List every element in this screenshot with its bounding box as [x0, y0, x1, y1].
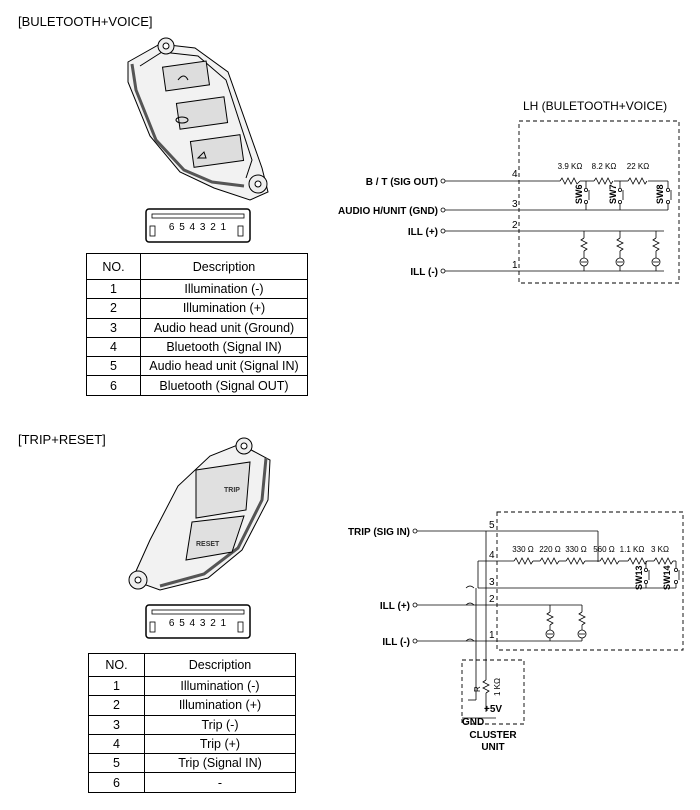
resistor-value: 220 Ω [539, 545, 561, 554]
pin-description: Illumination (-) [140, 278, 308, 300]
signal-trip-sig-in: TRIP (SIG IN) [348, 527, 410, 538]
section1-title: [BULETOOTH+VOICE] [18, 14, 153, 29]
connector-pin-numbers: 6 5 4 3 2 1 [169, 222, 227, 233]
pin-number: 6 [86, 375, 141, 396]
pin-label: 1 [489, 630, 495, 641]
circuit-2: TRIP (SIG IN) ILL (+) ILL (-) [348, 511, 684, 753]
pin-label: 3 [512, 199, 518, 210]
switch-label: SW7 [608, 184, 618, 204]
pin-label: 3 [489, 577, 495, 588]
pin-description: Bluetooth (Signal OUT) [140, 375, 308, 396]
table-row: 6- [88, 772, 296, 793]
pin-description: Illumination (-) [144, 675, 296, 697]
switch-label: SW14 [662, 565, 672, 590]
signal-audio-gnd: AUDIO H/UNIT (GND) [338, 206, 438, 217]
pin-label: 2 [512, 220, 518, 231]
pin-description: Trip (Signal IN) [144, 753, 296, 774]
signal-ill-minus: ILL (-) [382, 637, 410, 648]
pin-label: 4 [489, 550, 495, 561]
pin-description: - [144, 772, 296, 793]
switch-label: SW6 [574, 184, 584, 204]
reset-button-label: RESET [196, 541, 220, 548]
signal-ill-plus: ILL (+) [408, 227, 438, 238]
resistor-value: 22 KΩ [627, 162, 649, 171]
connector-2: 6 5 4 3 2 1 [145, 604, 251, 639]
cluster-gnd: GND [462, 717, 484, 728]
pin-description: Bluetooth (Signal IN) [140, 336, 308, 358]
resistor-value: 560 Ω [593, 545, 615, 554]
bluetooth-switch-illustration [127, 37, 269, 201]
pin-label: 4 [512, 169, 518, 180]
pin-label: 5 [489, 520, 495, 531]
pin-description: Trip (+) [144, 733, 296, 755]
connector-pin-numbers: 6 5 4 3 2 1 [169, 618, 227, 629]
resistor-value: 3.9 KΩ [558, 162, 583, 171]
connector-1: 6 5 4 3 2 1 [145, 208, 251, 243]
circuit-1: LH (BULETOOTH+VOICE) B / T (SIG OUT) AUD… [338, 99, 680, 284]
cluster-r-value: 1 KΩ [493, 678, 502, 696]
cluster-name: CLUSTER [469, 730, 517, 741]
resistor-value: 3 KΩ [651, 545, 669, 554]
cluster-name: UNIT [481, 742, 504, 753]
signal-ill-plus: ILL (+) [380, 601, 410, 612]
signal-bt-sig-out: B / T (SIG OUT) [366, 177, 438, 188]
signal-ill-minus: ILL (-) [410, 267, 438, 278]
pin-description: Audio head unit (Ground) [140, 317, 308, 338]
pin-description: Illumination (+) [140, 298, 308, 319]
pin-label: 2 [489, 594, 495, 605]
resistor-value: 1.1 KΩ [620, 545, 645, 554]
table-header-no: NO. [86, 253, 141, 280]
pin-label: 1 [512, 260, 518, 271]
pin-description: Audio head unit (Signal IN) [140, 356, 308, 377]
resistor-value: 330 Ω [565, 545, 587, 554]
switch-label: SW8 [655, 184, 665, 204]
cluster-supply: +5V [484, 704, 502, 715]
resistor-value: 330 Ω [512, 545, 534, 554]
cluster-r-label: R [473, 686, 482, 692]
section2-title: [TRIP+RESET] [18, 432, 106, 447]
box-title-lh: LH (BULETOOTH+VOICE) [523, 99, 667, 113]
resistor-value: 8.2 KΩ [592, 162, 617, 171]
trip-button-label: TRIP [224, 487, 240, 494]
trip-switch-illustration: TRIP RESET [128, 437, 271, 591]
switch-label: SW13 [634, 565, 644, 590]
